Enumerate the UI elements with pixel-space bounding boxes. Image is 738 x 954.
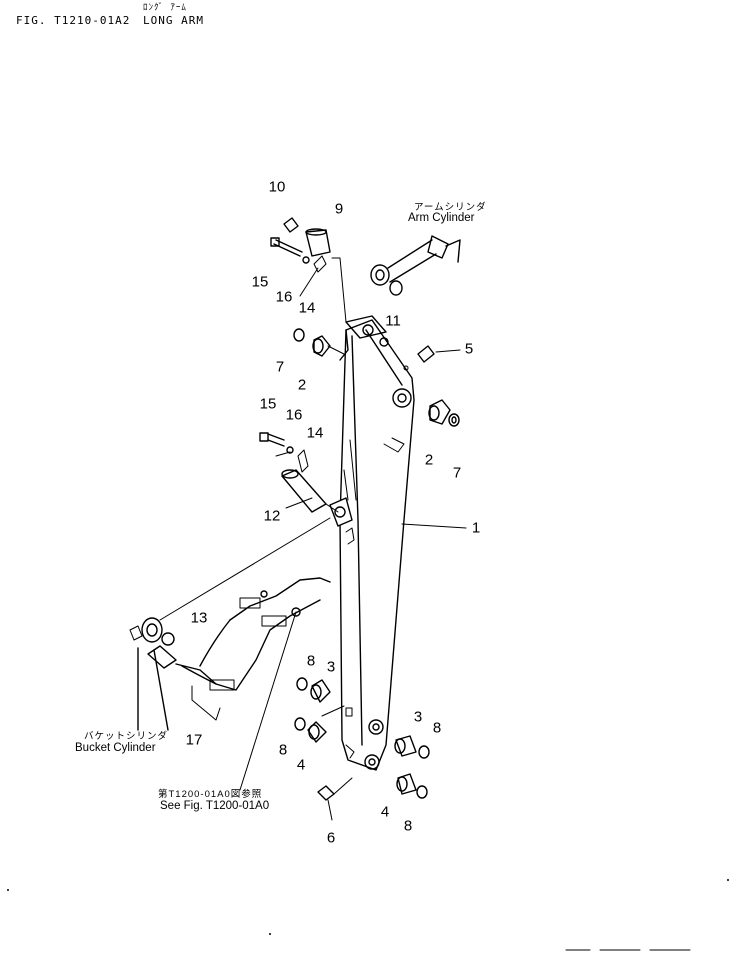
lower-parts: [294, 677, 430, 801]
callout-9: 9: [334, 200, 344, 218]
arm-body: [329, 315, 415, 771]
callout-2-upper-left: 2: [297, 376, 307, 394]
callout-1: 1: [471, 519, 481, 537]
callout-6: 6: [326, 829, 336, 847]
callout-16-mid: 16: [285, 406, 303, 424]
see-fig-label: See Fig. T1200-01A0: [160, 800, 270, 812]
bucket-cylinder-and-hoses: [129, 517, 331, 791]
figure-id: FIG. T1210-01A2: [16, 14, 131, 27]
callout-5: 5: [464, 340, 474, 358]
arm-cylinder-jp-label: アームシリンダ: [414, 202, 487, 213]
callout-7-upper-right: 7: [452, 464, 462, 482]
callout-14-top: 14: [298, 299, 316, 317]
callout-8-right-upper: 8: [432, 719, 442, 737]
callout-15-mid: 15: [259, 395, 277, 413]
bucket-cylinder-jp-label: バケットシリンダ: [84, 731, 169, 742]
callout-15-top: 15: [251, 273, 269, 291]
leader-lines: [275, 267, 467, 821]
header-jp-title: ﾛﾝｸﾞ ｱｰﾑ: [143, 3, 187, 13]
callout-10: 10: [268, 178, 286, 196]
callout-3-right: 3: [413, 708, 423, 726]
see-fig-jp-label: 第T1200-01A0図参照: [158, 789, 263, 800]
figure-title: LONG ARM: [143, 14, 204, 27]
callout-12: 12: [263, 507, 281, 525]
callout-4-right: 4: [380, 803, 390, 821]
callout-4-left: 4: [296, 756, 306, 774]
callout-8-left-upper: 8: [306, 652, 316, 670]
middle-pin-parts: [259, 432, 339, 513]
top-pin-parts: [270, 217, 347, 357]
callout-11: 11: [385, 312, 401, 330]
callout-2-upper-right: 2: [424, 451, 434, 469]
callout-8-left-lower: 8: [278, 741, 288, 759]
callout-16-top: 16: [275, 288, 293, 306]
callout-7-upper-left: 7: [275, 358, 285, 376]
callout-8-right-lower: 8: [403, 817, 413, 835]
callout-17: 17: [185, 731, 203, 749]
bucket-cylinder-label: Bucket Cylinder: [75, 742, 156, 754]
arm-cylinder-label: Arm Cylinder: [408, 212, 475, 224]
upper-right-parts: [417, 345, 460, 427]
callout-14-mid: 14: [306, 424, 324, 442]
callout-3-left: 3: [326, 658, 336, 676]
callout-13: 13: [190, 609, 208, 627]
arm-cylinder-rod: [370, 235, 461, 296]
scan-specks: [7, 879, 729, 951]
